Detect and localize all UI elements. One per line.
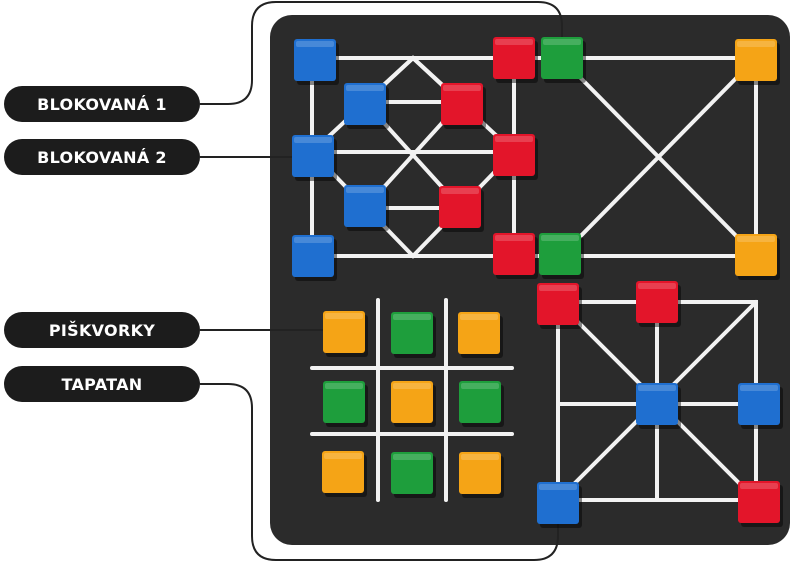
blue-game-piece [537,482,582,528]
label-tapatan: TAPATAN [4,366,200,402]
orange-game-piece [459,452,504,498]
blue-game-piece [738,383,783,429]
red-game-piece [439,186,484,232]
green-game-piece [391,452,436,498]
red-game-piece [493,134,538,180]
red-game-piece [493,37,538,83]
orange-game-piece [322,451,367,497]
red-game-piece [441,83,486,129]
game-pieces [292,37,783,528]
green-game-piece [541,37,586,83]
label-blokovana1-text: BLOKOVANÁ 1 [37,95,167,114]
orange-game-piece [458,312,503,358]
label-tapatan-text: TAPATAN [62,375,143,394]
label-blokovana2-text: BLOKOVANÁ 2 [37,148,167,167]
red-game-piece [636,281,681,327]
blue-game-piece [292,135,337,181]
green-game-piece [459,381,504,427]
blue-game-piece [636,383,681,429]
red-game-piece [537,283,582,329]
blue-game-piece [344,185,389,231]
green-game-piece [539,233,584,279]
label-piskvorky-text: PIŠKVORKY [49,321,155,340]
orange-game-piece [323,311,368,357]
label-blokovana1: BLOKOVANÁ 1 [4,86,200,122]
label-blokovana2: BLOKOVANÁ 2 [4,139,200,175]
red-game-piece [493,233,538,279]
orange-game-piece [391,381,436,427]
blue-game-piece [344,83,389,129]
blue-game-piece [294,39,339,85]
green-game-piece [391,312,436,358]
label-piskvorky: PIŠKVORKY [4,312,200,348]
blue-game-piece [292,235,337,281]
orange-game-piece [735,234,780,280]
red-game-piece [738,481,783,527]
label-connectors [200,1,563,561]
orange-game-piece [735,39,780,85]
green-game-piece [323,381,368,427]
